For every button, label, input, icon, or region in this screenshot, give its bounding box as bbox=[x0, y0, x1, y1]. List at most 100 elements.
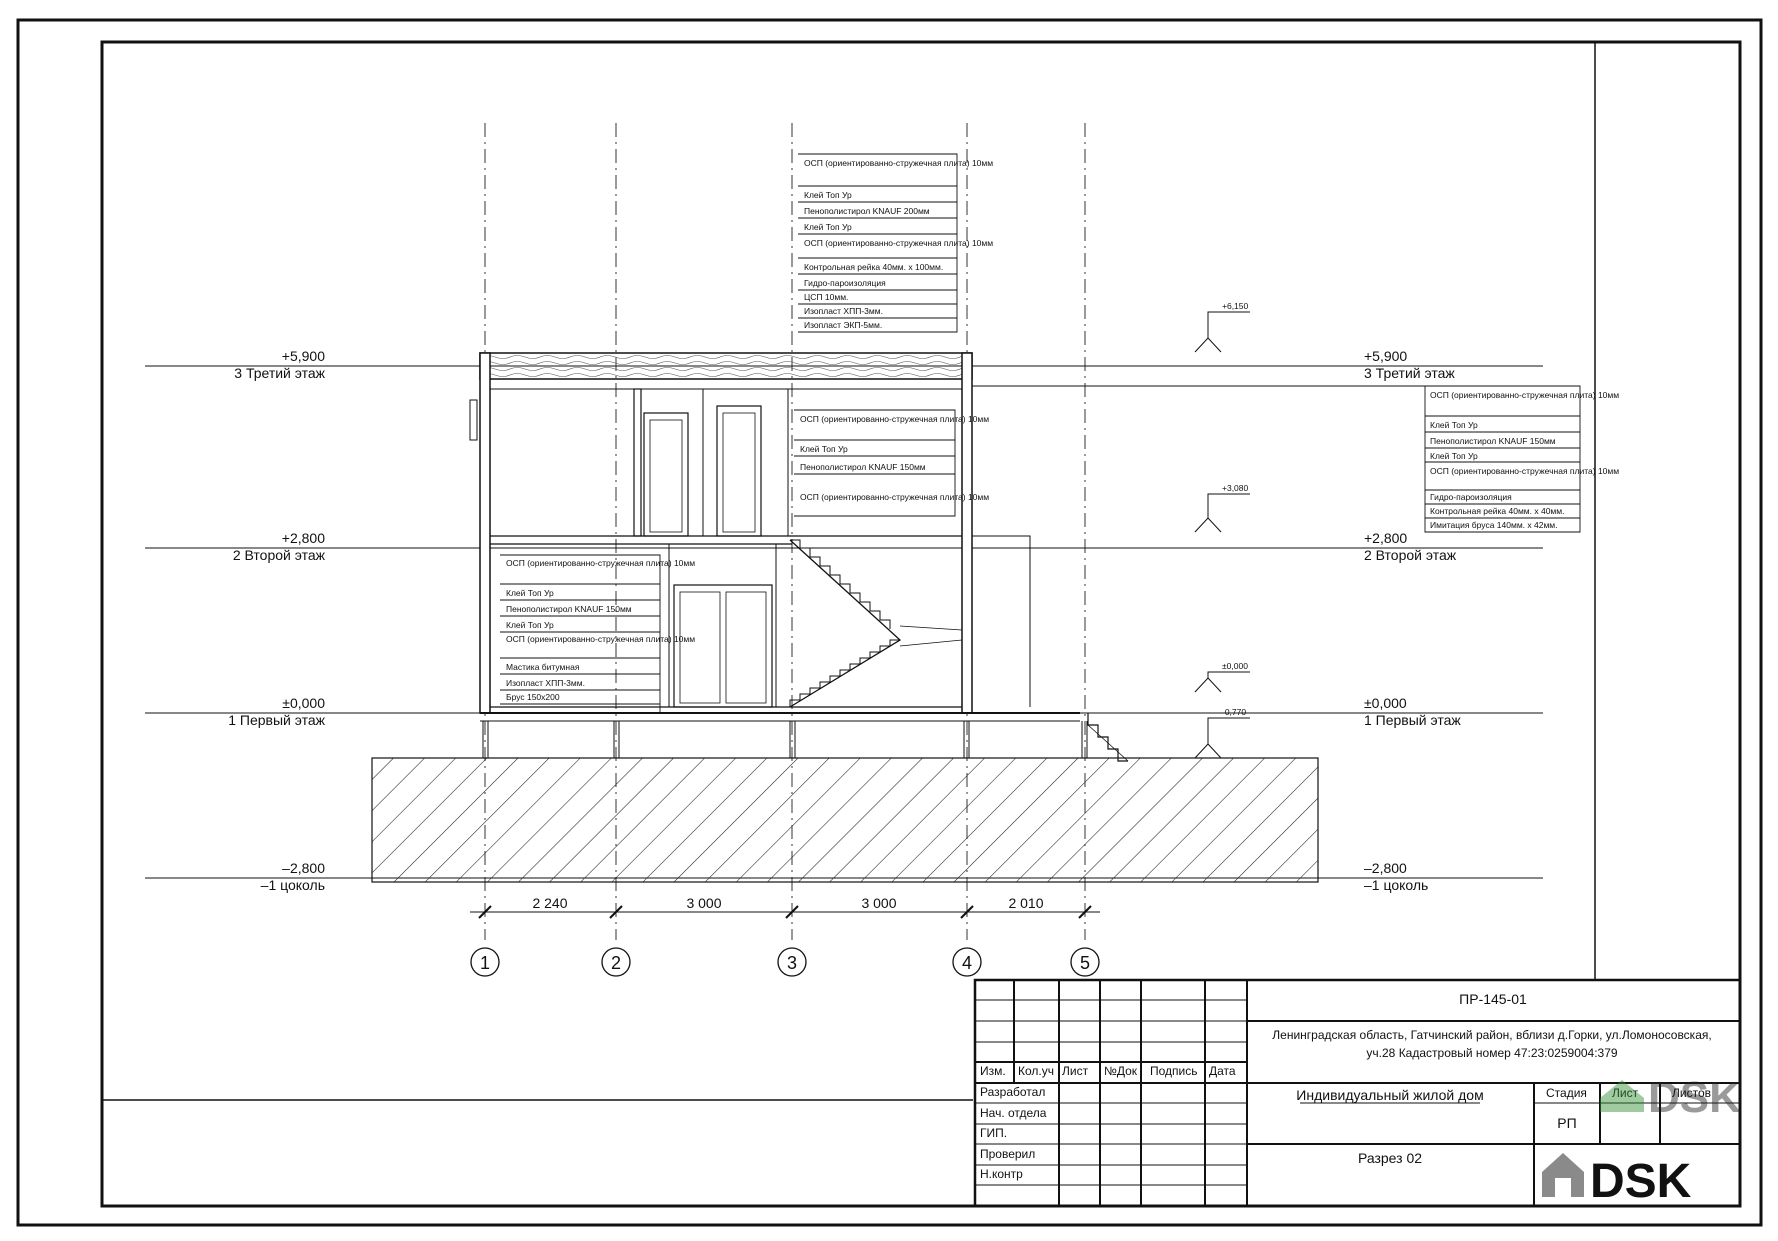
note-line: ОСП (ориентированно-стружечная плита) 10… bbox=[1430, 466, 1619, 476]
level-labels-right: +5,900 3 Третий этаж +2,800 2 Второй эта… bbox=[1364, 348, 1461, 893]
stage-value: РП bbox=[1557, 1115, 1576, 1131]
note-line: Пенополистирол KNAUF 200мм bbox=[804, 206, 930, 216]
building-section bbox=[469, 352, 1129, 762]
watermark-text: DSK bbox=[1648, 1073, 1741, 1122]
note-line: Контрольная рейка 40мм. х 40мм. bbox=[1430, 506, 1565, 516]
company-logo: DSK bbox=[1538, 1149, 1736, 1208]
note-line: Пенополистирол KNAUF 150мм bbox=[506, 604, 632, 614]
piles bbox=[482, 721, 1088, 758]
door-upper-1-inner bbox=[649, 419, 683, 533]
inner-frame bbox=[100, 40, 1742, 1208]
spot-mark: -0,770 bbox=[1222, 707, 1246, 717]
level-label: 3 Третий этаж bbox=[234, 365, 325, 381]
dimension-value: 2 240 bbox=[532, 895, 567, 911]
col-header: Дата bbox=[1209, 1064, 1236, 1078]
level-label: 1 Первый этаж bbox=[1364, 712, 1461, 728]
sheets-label: Листов bbox=[1672, 1086, 1711, 1100]
door-upper-1 bbox=[643, 412, 689, 537]
watermark-logo: DSK bbox=[1600, 1073, 1741, 1122]
outer-frame bbox=[16, 18, 1763, 1227]
notes-floor: ОСП (ориентированно-стружечная плита) 10… bbox=[500, 554, 695, 713]
note-line: Клей Топ Ур bbox=[804, 190, 852, 200]
level-value: –2,800 bbox=[1364, 860, 1407, 876]
axis-label: 2 bbox=[611, 953, 621, 973]
level-value: ±0,000 bbox=[1364, 695, 1407, 711]
spot-elevations bbox=[1194, 311, 1250, 759]
dimension-value: 3 000 bbox=[686, 895, 721, 911]
note-line: Изопласт ХПП-3мм. bbox=[506, 678, 585, 688]
note-line: Пенополистирол KNAUF 150мм bbox=[1430, 436, 1556, 446]
roof-slab bbox=[479, 352, 973, 380]
note-line: Гидро-пароизоляция bbox=[1430, 492, 1512, 502]
axis-bubbles bbox=[470, 947, 1100, 977]
note-line: Клей Топ Ур bbox=[1430, 420, 1478, 430]
role-label: Проверил bbox=[980, 1147, 1035, 1161]
role-label: Разработал bbox=[980, 1085, 1045, 1099]
title-block bbox=[973, 978, 1742, 1208]
note-line: ОСП (ориентированно-стружечная плита) 10… bbox=[800, 414, 989, 424]
door-upper-2-inner bbox=[722, 412, 756, 533]
spot-mark: +3,080 bbox=[1222, 483, 1249, 493]
note-line: ОСП (ориентированно-стружечная плита) 10… bbox=[506, 634, 695, 644]
level-value: +2,800 bbox=[1364, 530, 1407, 546]
level-labels-left: +5,900 3 Третий этаж +2,800 2 Второй эта… bbox=[228, 348, 325, 893]
axis-label: 5 bbox=[1080, 953, 1090, 973]
level-label: –1 цоколь bbox=[1364, 877, 1428, 893]
note-line: Клей Топ Ур bbox=[506, 620, 554, 630]
double-door-lower bbox=[673, 584, 773, 708]
stage-label: Стадия bbox=[1546, 1086, 1587, 1100]
house-icon bbox=[1542, 1153, 1584, 1197]
sheet-label: Лист bbox=[1612, 1086, 1639, 1100]
note-line: Изопласт ЭКП-5мм. bbox=[804, 320, 882, 330]
porch-steps bbox=[1087, 713, 1128, 762]
note-line: Клей Топ Ур bbox=[506, 588, 554, 598]
right-wall bbox=[961, 352, 973, 714]
project-code: ПР-145-01 bbox=[1459, 991, 1527, 1007]
level-label: 2 Второй этаж bbox=[1364, 547, 1457, 563]
address-line-2: уч.28 Кадастровый номер 47:23:0259004:37… bbox=[1366, 1046, 1617, 1060]
col-header: Подпись bbox=[1150, 1064, 1198, 1078]
note-line: Брус 150х200 bbox=[506, 692, 560, 702]
level-value: ±0,000 bbox=[282, 695, 325, 711]
note-line: ОСП (ориентированно-стружечная плита) 10… bbox=[800, 492, 989, 502]
level-value: +2,800 bbox=[282, 530, 325, 546]
staircase bbox=[789, 539, 902, 708]
note-line: Гидро-пароизоляция bbox=[804, 278, 886, 288]
level-value: +5,900 bbox=[1364, 348, 1407, 364]
logo-text: DSK bbox=[1590, 1155, 1692, 1208]
note-line: Контрольная рейка 40мм. х 100мм. bbox=[804, 262, 943, 272]
note-line: ОСП (ориентированно-стружечная плита) 10… bbox=[804, 238, 993, 248]
notes-wall: ОСП (ориентированно-стружечная плита) 10… bbox=[972, 385, 1619, 533]
axis-label: 3 bbox=[787, 953, 797, 973]
role-label: ГИП. bbox=[980, 1126, 1007, 1140]
axis-label: 1 bbox=[480, 953, 490, 973]
left-wall bbox=[479, 352, 491, 714]
spot-mark: +6,150 bbox=[1222, 301, 1249, 311]
door-upper-2 bbox=[716, 405, 762, 537]
foundation-ground bbox=[371, 757, 1319, 883]
level-label: –1 цоколь bbox=[261, 877, 325, 893]
note-line: ОСП (ориентированно-стружечная плита) 10… bbox=[804, 158, 993, 168]
note-line: Имитация бруса 140мм. х 42мм. bbox=[1430, 520, 1558, 530]
note-line: Клей Топ Ур bbox=[804, 222, 852, 232]
dimension-value: 2 010 bbox=[1008, 895, 1043, 911]
note-line: Клей Топ Ур bbox=[800, 444, 848, 454]
role-label: Нач. отдела bbox=[980, 1106, 1047, 1120]
col-header: Кол.уч bbox=[1018, 1064, 1054, 1078]
level-value: –2,800 bbox=[282, 860, 325, 876]
object-name: Индивидуальный жилой дом bbox=[1296, 1087, 1483, 1103]
address-line-1: Ленинградская область, Гатчинский район,… bbox=[1272, 1028, 1711, 1042]
col-header: Изм. bbox=[980, 1064, 1006, 1078]
note-line: Клей Топ Ур bbox=[1430, 451, 1478, 461]
level-value: +5,900 bbox=[282, 348, 325, 364]
level-label: 2 Второй этаж bbox=[233, 547, 326, 563]
notes-roof: ОСП (ориентированно-стружечная плита) 10… bbox=[798, 153, 993, 333]
sheet-name: Разрез 02 bbox=[1358, 1150, 1422, 1166]
notes-partition: ОСП (ориентированно-стружечная плита) 10… bbox=[794, 409, 989, 517]
interior-partition bbox=[633, 388, 642, 537]
note-line: ОСП (ориентированно-стружечная плита) 10… bbox=[1430, 390, 1619, 400]
level-label: 3 Третий этаж bbox=[1364, 365, 1455, 381]
note-line: ОСП (ориентированно-стружечная плита) 10… bbox=[506, 558, 695, 568]
col-header: Лист bbox=[1062, 1064, 1089, 1078]
